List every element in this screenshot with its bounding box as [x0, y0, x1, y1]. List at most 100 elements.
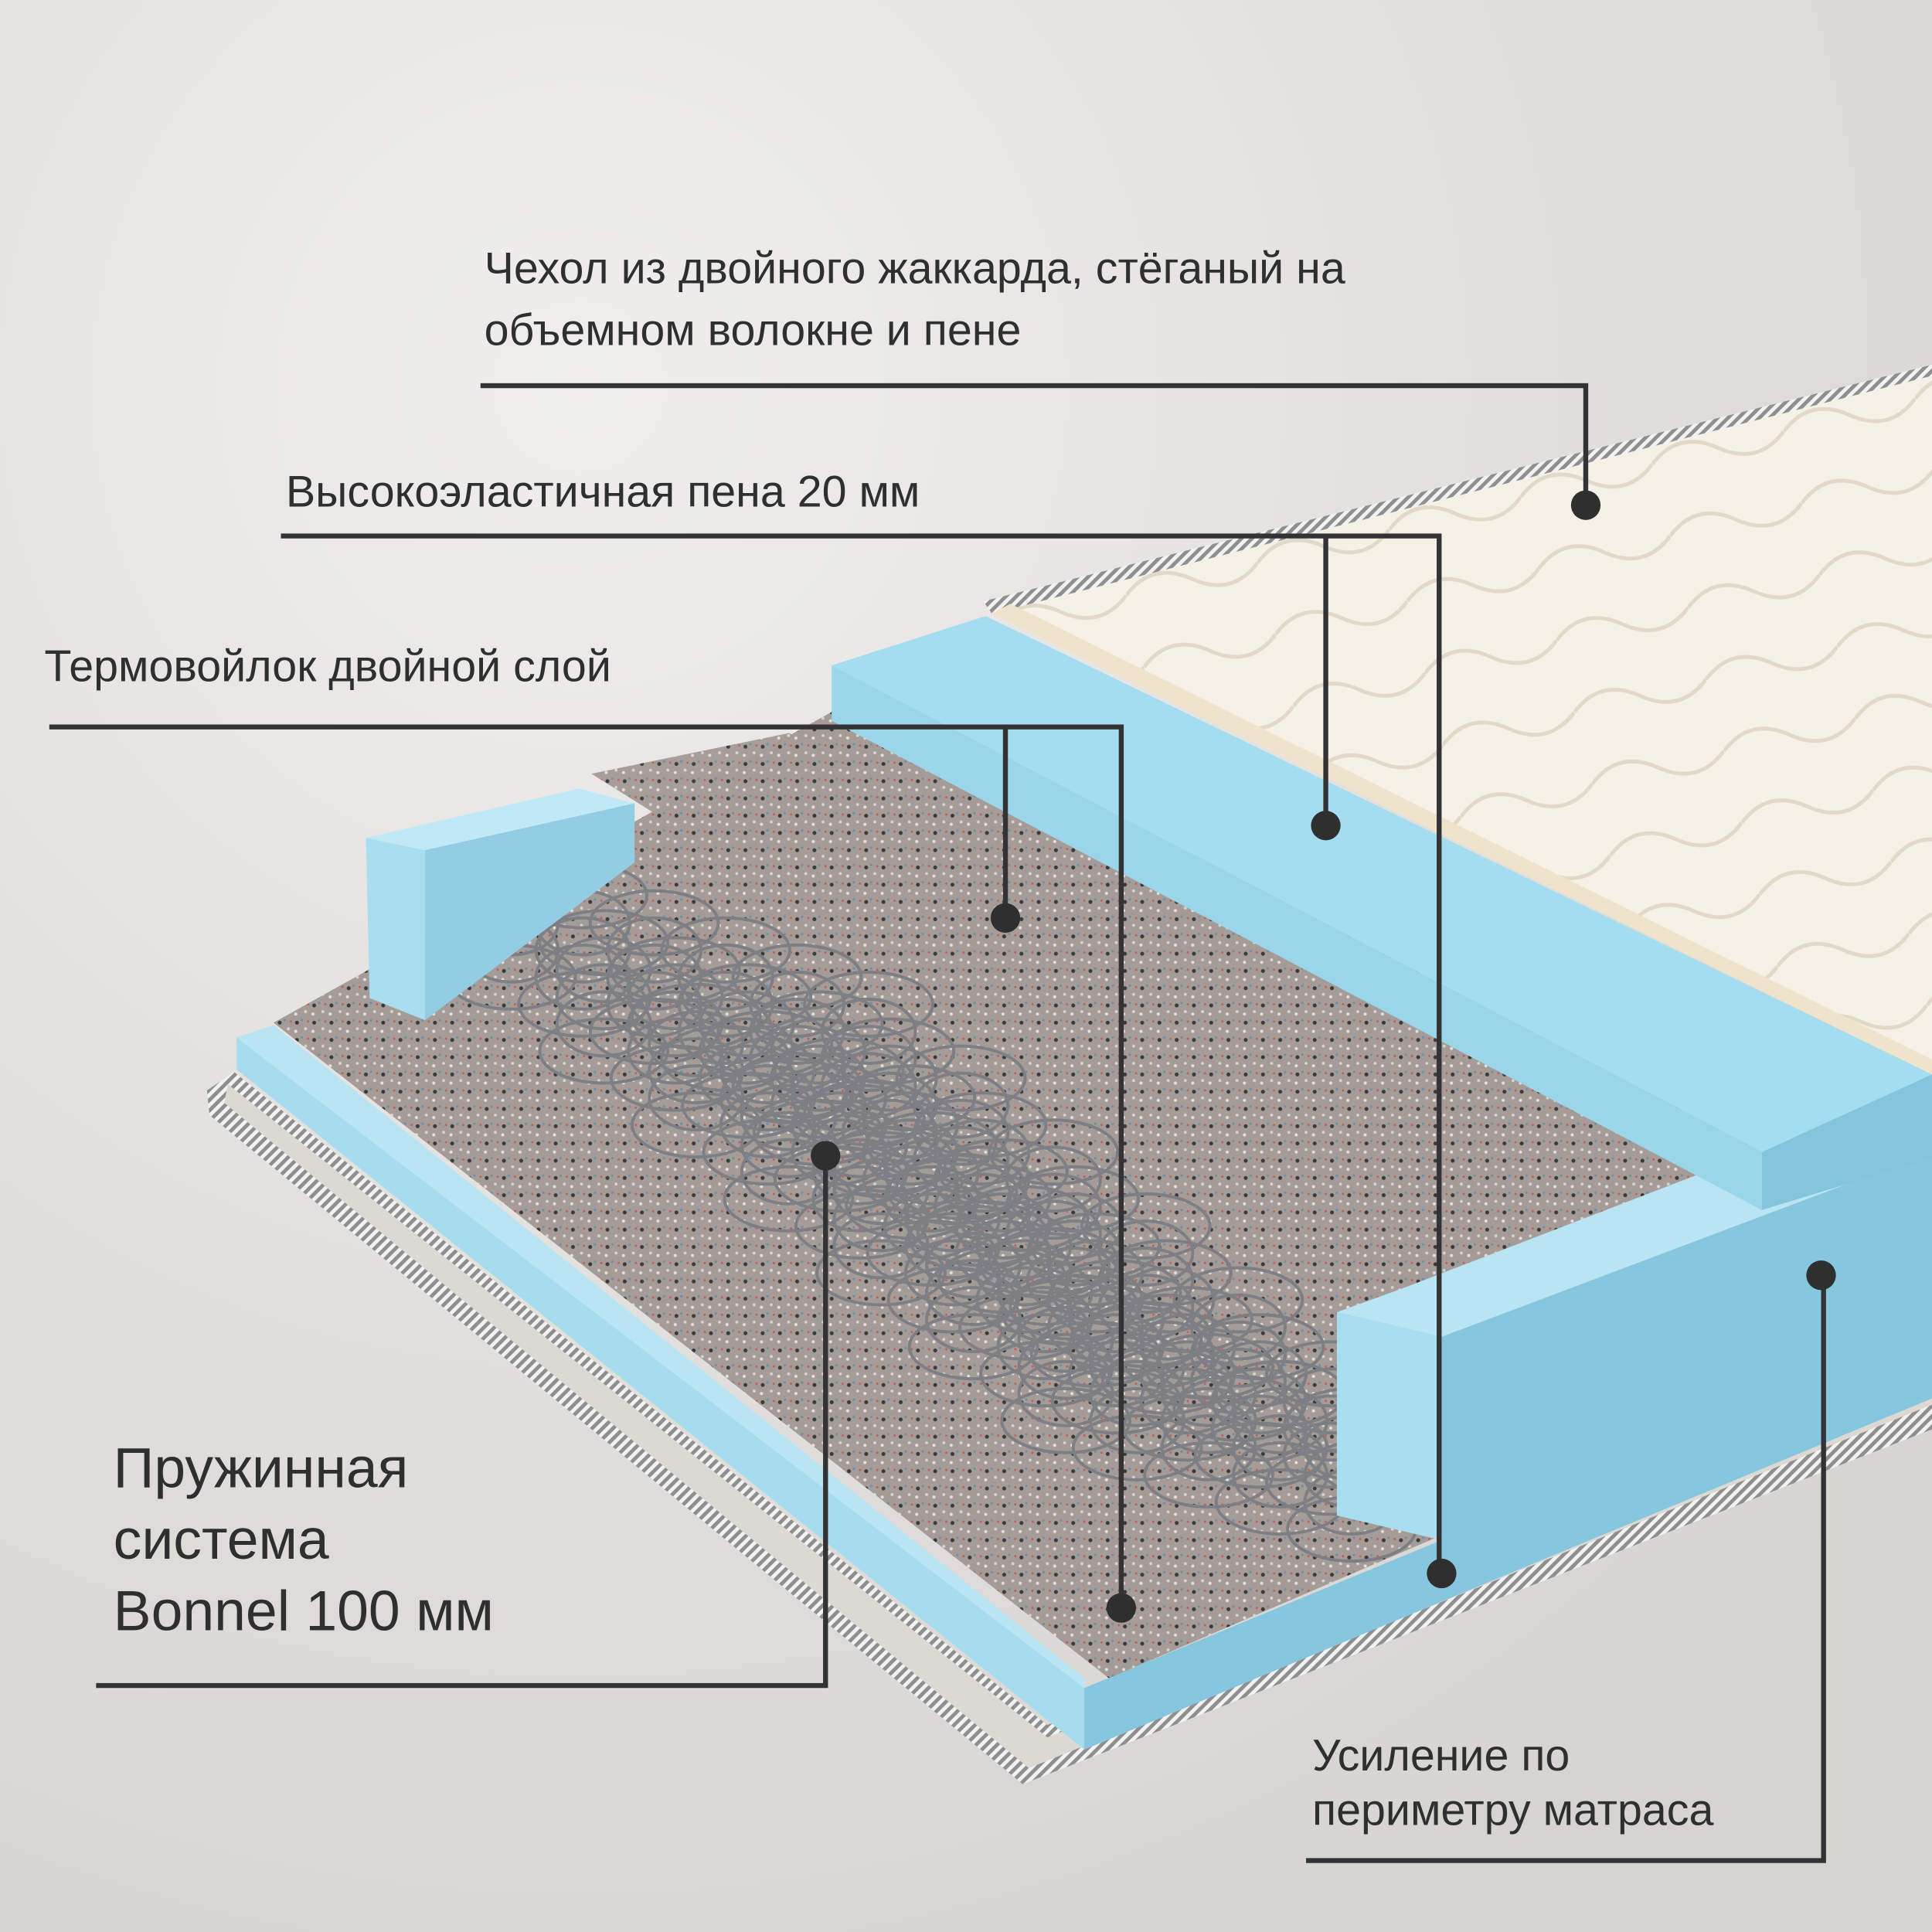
upper-foam-side — [1761, 1074, 1932, 1210]
spring-coil — [731, 943, 863, 1011]
top-quilted-cover — [992, 376, 1932, 1075]
spring-coil — [1005, 1199, 1102, 1267]
spring-coil — [866, 1111, 998, 1179]
spring-coil — [1000, 1278, 1132, 1346]
spring-coil — [958, 1185, 1090, 1253]
spring-coil — [895, 1044, 1027, 1112]
spring-coil — [907, 1313, 1039, 1381]
upper-foam-front — [832, 665, 1762, 1210]
spring-coil — [1189, 1293, 1287, 1361]
spring-coil — [1000, 1386, 1132, 1454]
spring-coil — [702, 1009, 834, 1077]
bottom-foam-side — [236, 1037, 1085, 1750]
left-foam-block-side — [425, 803, 635, 1021]
spring-coil — [588, 889, 720, 957]
foam-marker-dot-bottom — [1427, 1558, 1457, 1589]
callouts: Чехол из двойного жаккарда, стёганый на … — [44, 244, 1836, 1863]
foam-label: Высокоэластичная пена 20 мм — [286, 467, 920, 516]
top-cover-side — [992, 604, 1932, 1075]
upper-felt-layer — [591, 733, 1932, 1328]
bottom-foam-front — [1084, 1336, 1932, 1750]
spring-coil — [609, 936, 741, 1004]
spring-coil — [1193, 1313, 1325, 1381]
spring-coil — [916, 1091, 1048, 1159]
springs-leader-line — [96, 1155, 828, 1689]
spring-coil — [538, 1017, 670, 1085]
cover-leader-line — [480, 383, 1589, 505]
spring-coil — [630, 982, 762, 1050]
left-foam-block-front — [366, 838, 426, 1021]
felt-marker-dot-top — [990, 903, 1021, 933]
spring-coil — [1005, 1145, 1102, 1213]
spring-coil — [1050, 1259, 1182, 1326]
callout-cover: Чехол из двойного жаккарда, стёганый на … — [480, 244, 1601, 520]
spring-coil — [820, 1052, 917, 1120]
foam-leader-line — [281, 533, 1442, 1574]
spring-coil — [1029, 1212, 1162, 1280]
spring-coil — [1100, 1239, 1233, 1307]
spring-coil — [845, 1064, 977, 1132]
spring-coil — [988, 1118, 1120, 1186]
springs-label-line3: Bonnel 100 мм — [114, 1579, 494, 1642]
cover-marker-dot — [1570, 490, 1601, 520]
right-foam-block-side — [1441, 1151, 1932, 1540]
bottom-foam-top — [236, 1025, 1085, 1689]
spring-coil — [1172, 1266, 1304, 1334]
spring-coil — [803, 970, 934, 1038]
spring-coil — [1009, 1165, 1141, 1233]
left-foam-block-top — [366, 788, 635, 851]
spring-coil — [773, 1037, 905, 1104]
top-cover-edge — [983, 364, 1932, 614]
spring-coil — [752, 990, 884, 1058]
spring-coil — [815, 1239, 947, 1307]
spring-coil — [1097, 1247, 1195, 1315]
spring-coil — [1071, 1413, 1203, 1481]
spring-coil — [937, 1138, 1069, 1206]
spring-coil — [1005, 1172, 1102, 1240]
cover-label-line1: Чехол из двойного жаккарда, стёганый на — [485, 244, 1345, 294]
upper-foam-top — [832, 616, 1932, 1152]
spring-coil — [820, 998, 917, 1065]
springs-label-line1: Пружинная — [114, 1436, 409, 1499]
spring-coil — [1071, 1305, 1203, 1373]
spring-coil — [1189, 1320, 1287, 1388]
spring-coil — [824, 1017, 956, 1085]
spring-coil — [538, 909, 670, 977]
spring-coil — [723, 1165, 855, 1233]
foam-marker-dot-top — [1311, 811, 1341, 841]
perimeter-label-line2: периметру матраса — [1312, 1785, 1713, 1835]
right-foam-block-front — [1336, 1312, 1442, 1540]
spring-coil — [979, 1231, 1111, 1299]
spring-coil — [913, 1125, 1010, 1193]
callout-felt: Термовойлок двойной слой — [44, 642, 1137, 1623]
spring-coil — [1080, 1192, 1212, 1260]
spring-coil — [723, 1056, 855, 1124]
spring-coil — [1097, 1219, 1195, 1287]
felt-label: Термовойлок двойной слой — [44, 642, 611, 692]
perimeter-label-line1: Усиление по — [1312, 1731, 1570, 1781]
callout-perimeter: Усиление по периметру матраса — [1306, 1260, 1836, 1863]
callout-springs: Пружинная система Bonnel 100 мм — [96, 1141, 841, 1689]
spring-coil — [1143, 1332, 1274, 1400]
spring-coil — [630, 1091, 762, 1159]
springs-label-line2: система — [114, 1508, 329, 1571]
spring-coil — [1189, 1347, 1287, 1415]
callout-foam: Высокоэластичная пена 20 мм — [281, 467, 1457, 1589]
felt-marker-dot-bottom — [1106, 1593, 1137, 1623]
spring-coil — [794, 1083, 926, 1151]
spring-coil — [1143, 1441, 1274, 1509]
spring-coil — [820, 1025, 917, 1093]
spring-coil — [660, 916, 791, 984]
perimeter-leader-line — [1306, 1275, 1826, 1863]
perimeter-marker-dot — [1806, 1260, 1836, 1291]
spring-coil — [886, 1158, 1019, 1226]
felt-leader-line — [49, 724, 1124, 1608]
spring-coil — [681, 963, 813, 1031]
spring-coil — [913, 1098, 1010, 1166]
springs-marker-dot — [811, 1141, 841, 1171]
spring-coil — [1097, 1274, 1195, 1342]
cover-label-line2: объемном волокне и пене — [485, 305, 1022, 355]
spring-coil — [913, 1071, 1010, 1139]
mattress-illustration — [206, 364, 1932, 1784]
